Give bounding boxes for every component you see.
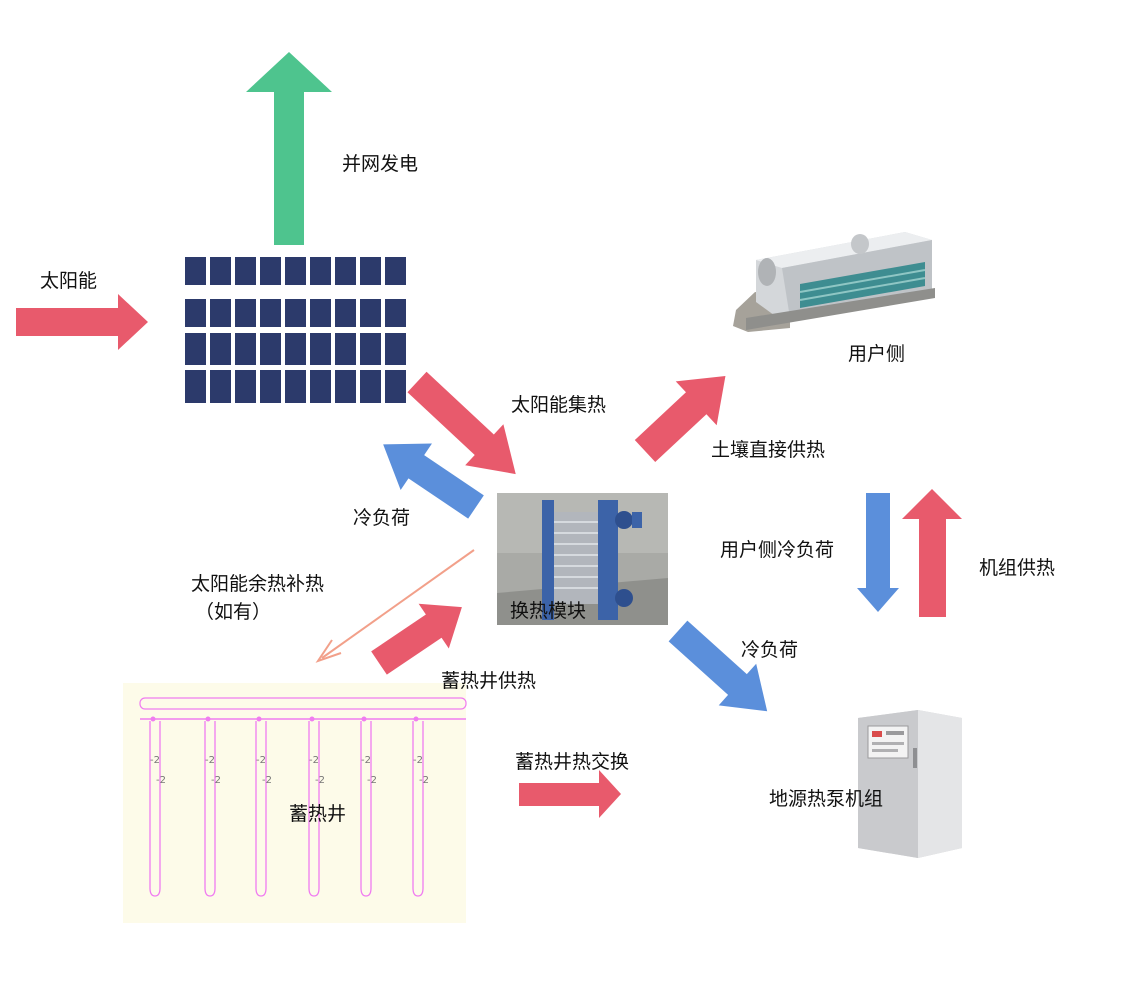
storage-well-heating-label: 蓄热井供热 [441,670,536,692]
solar-cell [210,257,231,285]
solar-cell [335,257,356,285]
solar-cell [310,257,331,285]
solar-cell [210,333,231,365]
solar-collection-arrow [407,371,516,475]
solar-cell [235,299,256,327]
pipe-junction [309,716,315,722]
solar-cell [260,370,281,403]
cold-load-top-label: 冷负荷 [353,507,410,529]
pipe-junction [361,716,367,722]
solar-cell [385,257,406,285]
pipe-junction [205,716,211,722]
heat-exchanger-image [497,493,668,625]
solar-cell [260,333,281,365]
solar-cell [185,257,206,285]
cold-load-bottom-label: 冷负荷 [741,639,798,661]
solar-cell [385,370,406,403]
solar-cell [235,333,256,365]
solar-input-arrow [16,294,148,350]
unit-heating-label: 机组供热 [979,557,1055,579]
well-pipe [308,721,320,897]
fan-coil-unit-image [733,232,935,332]
pipe-tag: -2 [256,755,266,766]
well-pipe [412,721,424,897]
well-pipe [149,721,161,897]
pipe-junction [413,716,419,722]
surplus-heat-label: 太阳能余热补热 [191,573,324,595]
storage-well-heating-arrow [371,603,462,675]
solar-cell [210,370,231,403]
solar-cell [385,333,406,365]
pipe-junction [150,716,156,722]
solar-cell [285,299,306,327]
soil-direct-heating-arrow [634,375,726,462]
storage-well-schematic: -2 -2 -2 -2 -2 -2 -2 -2 -2 -2 -2 -2 [123,683,467,923]
well-pipe [255,721,267,897]
well-pipe [204,721,216,897]
heat-exchange-module-label: 换热模块 [510,600,586,622]
well-pipe [360,721,372,897]
heat-pump-label: 地源热泵机组 [769,788,883,810]
solar-cell [285,257,306,285]
grid-power-label: 并网发电 [342,153,418,175]
pipe-tag: -2 [413,755,423,766]
solar-cell [310,299,331,327]
solar-cell [360,370,381,403]
solar-cell [235,257,256,285]
user-cold-load-arrow [857,493,899,612]
solar-cell [335,370,356,403]
heat-pump-unit-image [858,710,962,858]
solar-collection-label: 太阳能集热 [511,394,606,416]
pipe-tag: -2 [367,775,377,786]
solar-cell [185,299,206,327]
solar-cell [260,257,281,285]
solar-cell [335,333,356,365]
pipe-tag: -2 [315,775,325,786]
cold-load-pump-arrow [668,620,768,712]
surplus-heat-note: （如有） [195,601,271,623]
surplus-heat-line [321,549,475,659]
solar-cell [360,299,381,327]
solar-cell [210,299,231,327]
solar-cell [185,370,206,403]
solar-cell [360,257,381,285]
surplus-heat-arrowhead [315,639,342,663]
storage-exchange-label: 蓄热井热交换 [515,751,629,773]
solar-cell [185,333,206,365]
pipe-tag: -2 [309,755,319,766]
unit-heating-arrow [902,489,962,617]
pipe-tag: -2 [361,755,371,766]
pipe-tag: -2 [419,775,429,786]
pipe-tag: -2 [156,775,166,786]
pipe-tag: -2 [211,775,221,786]
solar-cell [285,370,306,403]
solar-cell [385,299,406,327]
pipe-tag: -2 [150,755,160,766]
grid-power-arrow [246,52,332,245]
cold-load-solar-arrow [383,443,484,519]
solar-cell [310,370,331,403]
solar-panel [185,257,406,403]
pipe-junction [256,716,262,722]
storage-well-label: 蓄热井 [289,803,346,825]
storage-exchange-arrow [519,770,621,818]
pipe-tag: -2 [262,775,272,786]
solar-cell [235,370,256,403]
solar-energy-label: 太阳能 [40,270,97,292]
soil-direct-heating-label: 土壤直接供热 [711,439,825,461]
user-cold-load-label: 用户侧冷负荷 [720,539,834,561]
user-side-label: 用户侧 [848,343,905,365]
solar-cell [360,333,381,365]
pipe-tag: -2 [205,755,215,766]
solar-cell [335,299,356,327]
solar-cell [310,333,331,365]
solar-cell [260,299,281,327]
solar-cell [285,333,306,365]
